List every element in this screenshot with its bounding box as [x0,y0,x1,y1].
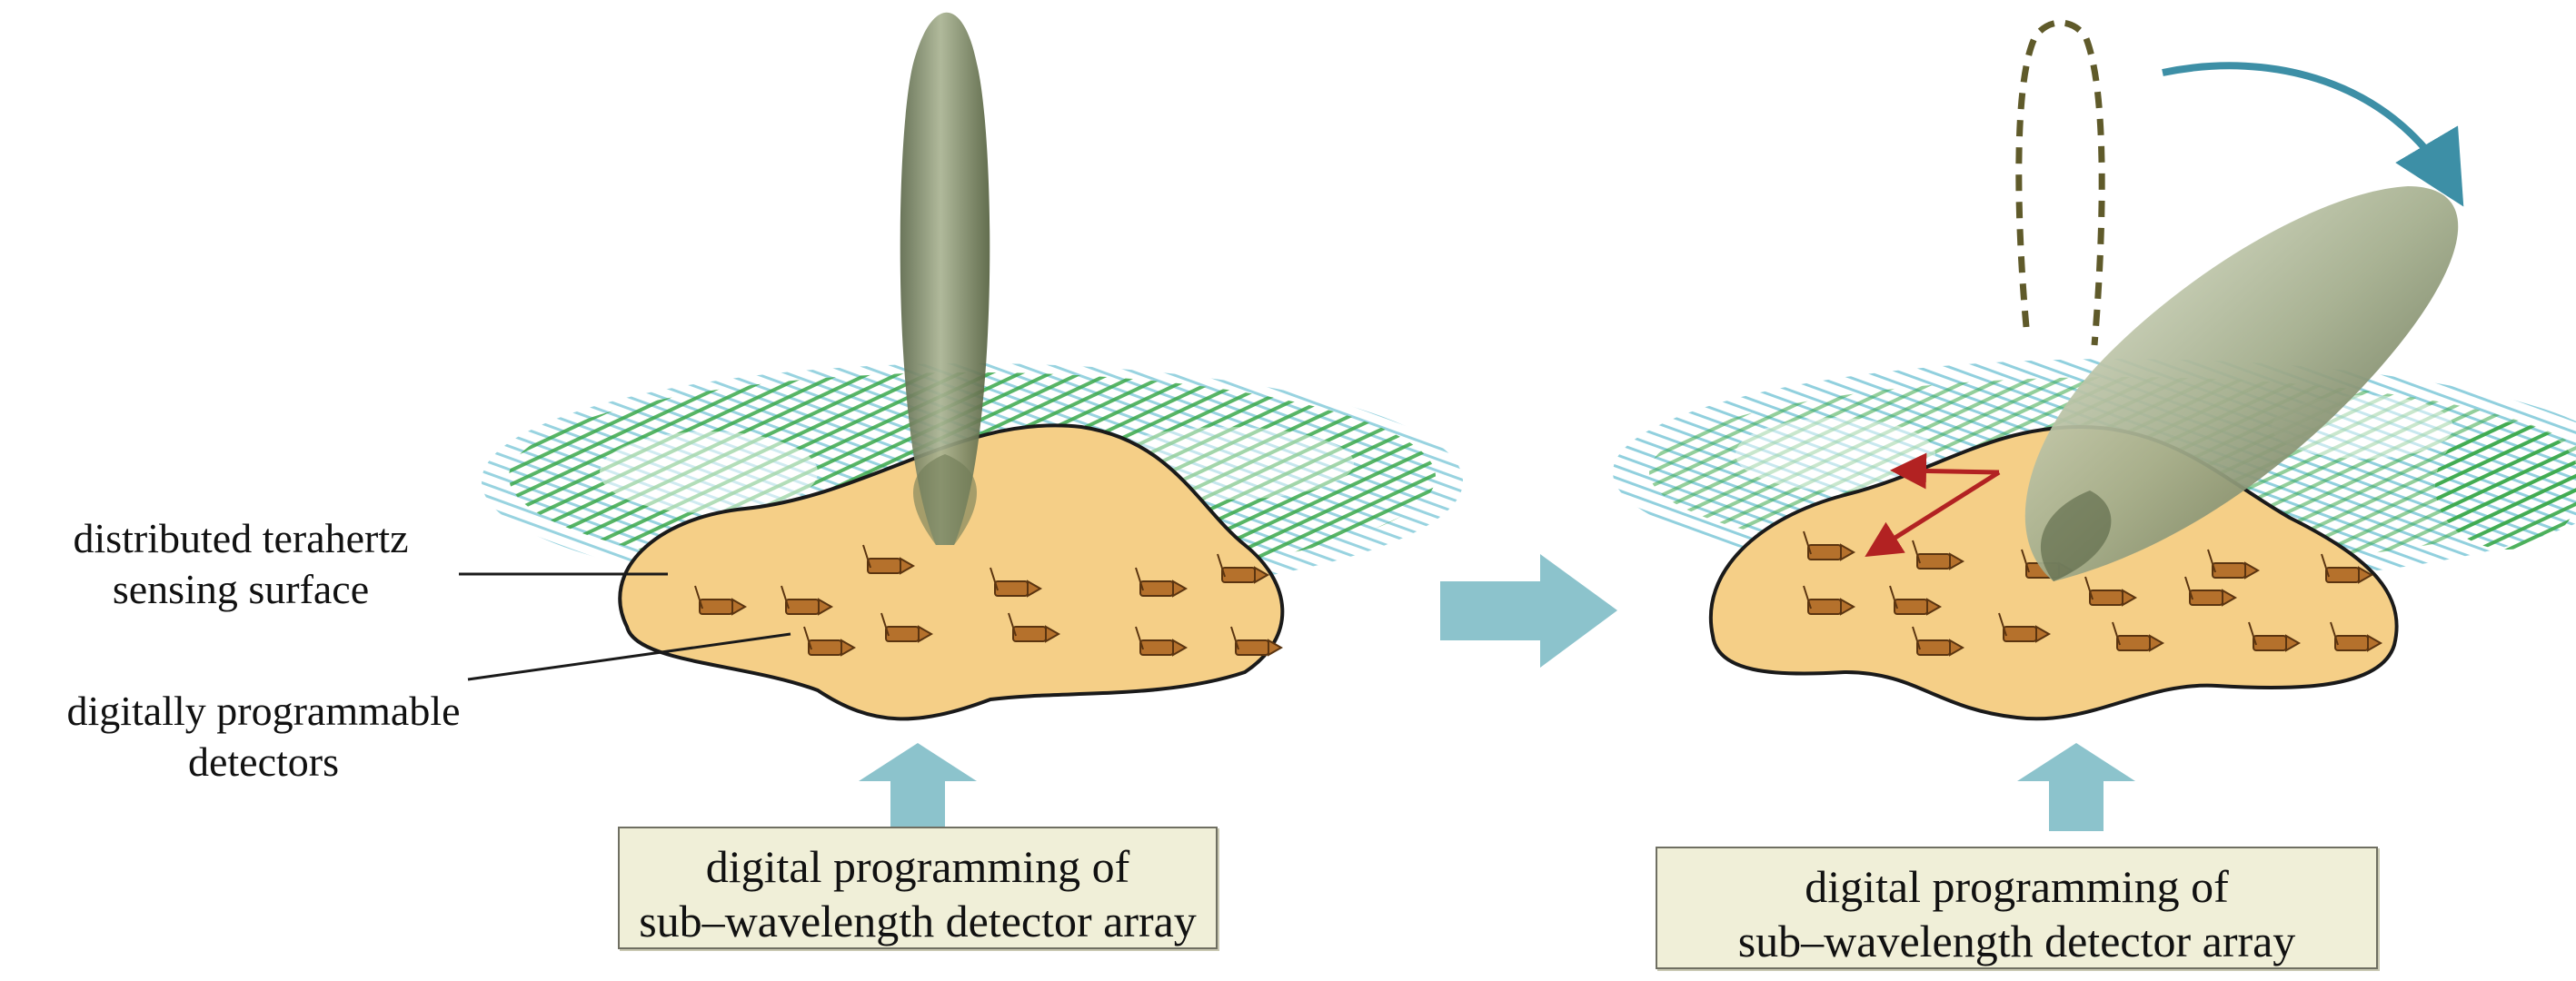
left-detectors [694,544,1284,657]
right-caption-line2: sub–wavelength detector array [1737,916,2296,966]
detector-icon [2248,621,2302,652]
detector-icon [1135,567,1189,598]
left-caption-line1: digital programming of [705,841,1130,892]
right-panel [1613,19,2576,831]
detector-icon [990,567,1043,598]
left-sensing-surface [618,423,1285,721]
steering-vectors [1865,452,2001,557]
detector-icon [1889,585,1943,616]
up-arrow-icon [859,743,977,831]
detector-icon [1803,585,1856,616]
right-detectors [1803,530,2383,657]
detector-icon [1912,626,1965,657]
curved-rotation-arrow-icon [2162,62,2464,207]
detector-icon [1008,612,1061,643]
detector-icon [1230,626,1284,657]
detectors-label-line2: detectors [187,738,340,785]
detector-icon [862,544,916,575]
left-caption-line2: sub–wavelength detector array [639,896,1197,946]
detectors-label: digitally programmable detectors [0,686,527,788]
detector-icon [1217,553,1270,584]
detectors-label-line1: digitally programmable [66,688,461,734]
detector-icon [2084,576,2138,607]
right-caption-box: digital programming of sub–wavelength de… [1656,847,2378,969]
detector-icon [2184,576,2238,607]
detector-icon [2321,553,2374,584]
sensing-surface-label-line1: distributed terahertz [73,515,409,561]
detector-icon [2207,549,2261,580]
sensing-surface-label-line2: sensing surface [112,566,370,612]
left-beam [900,12,990,545]
detector-icon [1135,626,1189,657]
steered-beam [2024,186,2459,581]
detector-icon [1803,530,1856,561]
up-arrow-icon [2017,743,2135,831]
detector-icon [2112,621,2165,652]
detector-icon [1998,612,2052,643]
right-caption-line1: digital programming of [1805,861,2229,912]
sensing-surface-label: distributed terahertz sensing surface [18,513,463,615]
detector-icon [694,585,748,616]
detector-icon [2330,621,2383,652]
detector-icon [781,585,834,616]
left-panel [459,12,1463,831]
detectors-leader-line [467,632,791,681]
detector-icon [1912,540,1965,570]
left-caption-box: digital programming of sub–wavelength de… [618,827,1218,949]
right-arrow-icon [1440,554,1617,668]
detector-icon [803,626,857,657]
detector-icon [880,612,934,643]
original-beam-outline [2015,19,2105,346]
